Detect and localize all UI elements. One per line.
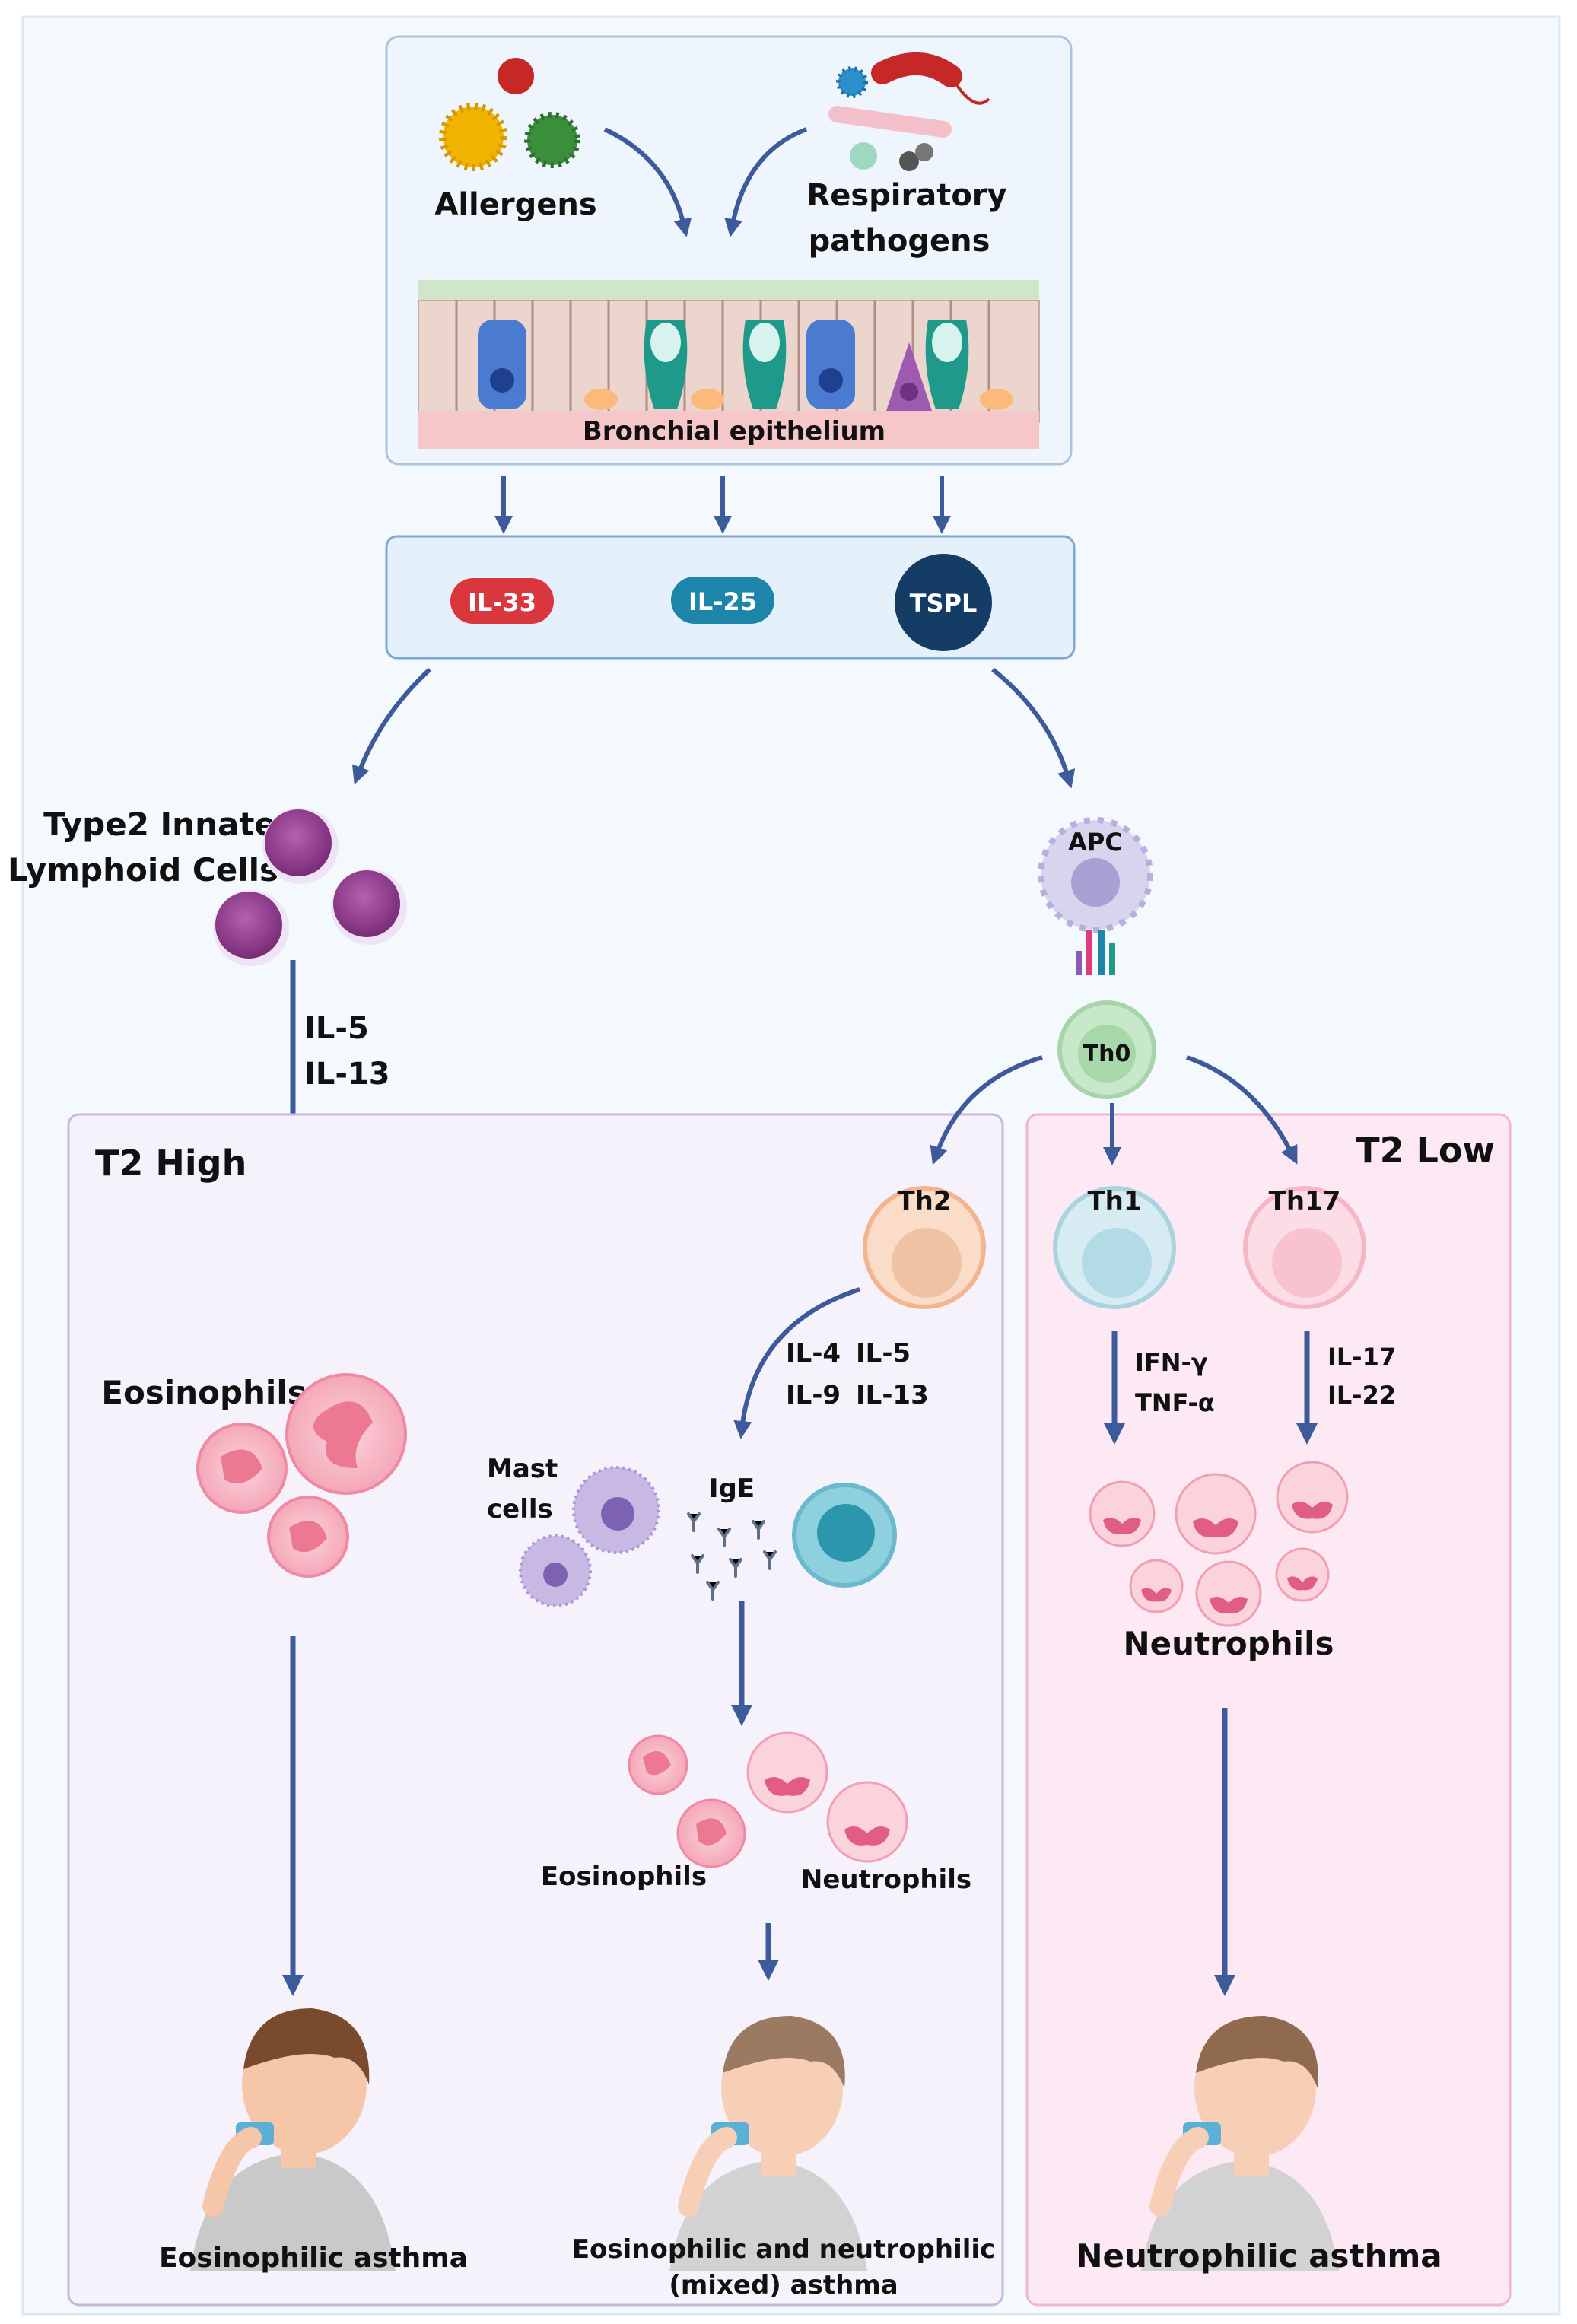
epithelium-label: Bronchial epithelium <box>583 416 885 447</box>
th2-il13: IL-13 <box>856 1380 929 1410</box>
ige-label: IgE <box>709 1474 755 1504</box>
mast-cells-icon <box>519 1466 660 1607</box>
ilc2-cells-icon <box>213 808 407 966</box>
pathogens-label-line1: Respiratory <box>806 178 1006 213</box>
th2-il4: IL-4 <box>786 1338 841 1369</box>
person-inhaler-icon-right <box>1141 2016 1339 2271</box>
th1-label: Th1 <box>1087 1186 1141 1216</box>
neutrophils-label: Neutrophils <box>1124 1625 1334 1662</box>
th0-label: Th0 <box>1083 1041 1131 1067</box>
ilc-il5: IL-5 <box>304 1011 369 1046</box>
t2-high-box <box>67 1113 1004 2307</box>
th1-nucleus <box>1082 1228 1152 1298</box>
pathogens-label-line2: pathogens <box>809 224 990 259</box>
th2-nucleus <box>892 1228 962 1298</box>
tspl-label: TSPL <box>910 589 978 618</box>
eosinophilic-asthma-label: Eosinophilic asthma <box>159 2243 468 2274</box>
ige-antibodies-icon <box>687 1512 777 1601</box>
th1-ifn: IFN-γ <box>1135 1348 1208 1377</box>
allergen-particles-icon <box>439 58 580 171</box>
t2-high-title: T2 High <box>95 1143 246 1184</box>
neutrophilic-asthma-label: Neutrophilic asthma <box>1076 2237 1442 2275</box>
th17-nucleus <box>1272 1228 1342 1298</box>
bronchial-epithelium-illustration <box>418 280 1040 449</box>
mast-label-line1: Mast <box>487 1454 558 1484</box>
il25-pill <box>671 577 774 624</box>
apc-label: APC <box>1068 828 1123 857</box>
il33-pill <box>450 578 554 624</box>
neutrophils-icon <box>1089 1461 1349 1627</box>
t2-high-panel: T2 High Eosinophils Eosinophilic asthma … <box>67 1113 1004 2307</box>
il33-label: IL-33 <box>468 588 536 617</box>
th2-il5: IL-5 <box>856 1338 911 1369</box>
ilc-il13: IL-13 <box>304 1057 390 1092</box>
th2-il9: IL-9 <box>786 1380 841 1410</box>
eosinophils-label: Eosinophils <box>101 1374 306 1411</box>
arrow-to-apc <box>991 667 1076 789</box>
top-panel: Allergens Respiratory pathogens <box>385 35 1073 466</box>
th0-to-th17-arrow <box>1186 1055 1298 1165</box>
mixed-asthma-line2: (mixed) asthma <box>669 2270 898 2300</box>
mixed-neutrophils-label: Neutrophils <box>801 1865 971 1895</box>
th17-label: Th17 <box>1269 1186 1341 1216</box>
mast-label-line2: cells <box>487 1494 553 1524</box>
ilc-label-line2: Lymphoid Cells <box>8 851 278 889</box>
t2-low-title: T2 Low <box>1356 1130 1495 1171</box>
th1-tnf: TNF-α <box>1135 1388 1215 1417</box>
il25-label: IL-25 <box>688 587 757 616</box>
pathogens-icon <box>828 52 990 171</box>
ilc-label-line1: Type2 Innate <box>43 806 276 843</box>
th17-il17: IL-17 <box>1327 1343 1396 1372</box>
basophil-cell-icon <box>792 1483 897 1588</box>
person-inhaler-icon-middle <box>669 2016 867 2271</box>
arrow-to-ilc <box>351 667 432 785</box>
th17-il22: IL-22 <box>1327 1381 1396 1410</box>
th0-to-th2-arrow <box>930 1055 1043 1165</box>
allergen-arrow <box>603 127 692 237</box>
tspl-circle <box>895 554 992 651</box>
mixed-asthma-line1: Eosinophilic and neutrophilic <box>572 2234 995 2265</box>
person-inhaler-icon-left <box>190 2008 396 2271</box>
t2-low-panel: T2 Low Th1 Th17 IFN-γ TNF-α IL-17 IL-22 <box>1025 1113 1512 2307</box>
cytokine-panel: IL-33 IL-25 TSPL <box>385 535 1076 660</box>
th2-label: Th2 <box>897 1186 951 1216</box>
pathogen-arrow <box>724 127 808 237</box>
th0-nucleus <box>1078 1025 1136 1083</box>
allergens-label: Allergens <box>434 187 596 222</box>
eosinophils-icon <box>196 1373 407 1578</box>
mhc-tcr-receptors-icon <box>1076 930 1115 975</box>
apc-cell-icon <box>1038 817 1153 933</box>
th2-to-mast-arrow <box>733 1287 860 1439</box>
mixed-eosinophils-label: Eosinophils <box>541 1861 707 1892</box>
mixed-granulocytes-icon <box>628 1731 908 1868</box>
